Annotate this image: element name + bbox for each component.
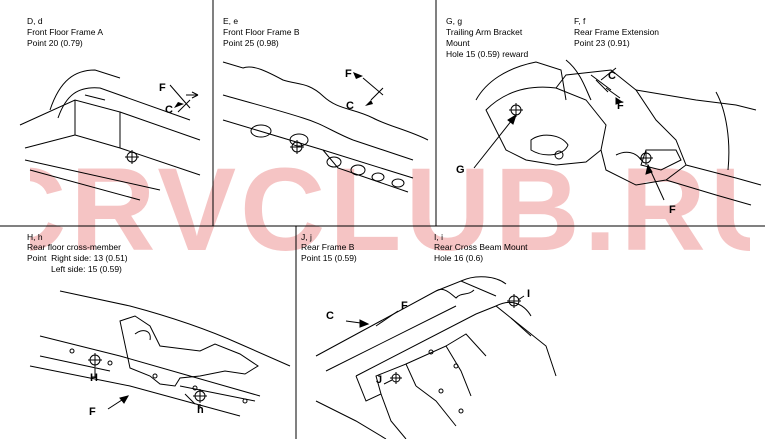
panel-title: Front Floor Frame B bbox=[223, 27, 300, 37]
callout-c: C bbox=[165, 104, 173, 116]
arrow-indicators bbox=[345, 295, 525, 385]
panel-front-floor-frame-b: E, e Front Floor Frame B Point 25 (0.98)… bbox=[213, 0, 436, 226]
callout-j: J bbox=[376, 374, 383, 386]
panel-title-g: Trailing Arm Bracket bbox=[446, 27, 523, 37]
panel-trailing-arm-and-rear-frame: G, g Trailing Arm Bracket Mount Hole 15 … bbox=[436, 0, 765, 226]
callout-c: C bbox=[346, 100, 354, 112]
callout-f: F bbox=[401, 300, 408, 312]
rear-floor-cross-member-drawing bbox=[29, 290, 291, 417]
panel-code-f: F, f bbox=[574, 16, 586, 26]
panel-code-j: J, j bbox=[301, 232, 312, 242]
panel-detail: Point 20 (0.79) bbox=[27, 38, 83, 48]
panel-code-g: G, g bbox=[446, 16, 463, 26]
panel-detail-i: Hole 16 (0.6) bbox=[434, 253, 484, 263]
panel-title-f: Rear Frame Extension bbox=[574, 27, 660, 37]
panel-detail: Point Right side: 13 (0.51) bbox=[27, 253, 128, 263]
callout-c: C bbox=[608, 70, 616, 82]
panel-title-i: Rear Cross Beam Mount bbox=[434, 242, 528, 252]
arrow-indicators bbox=[473, 67, 665, 201]
panel-detail-g: Hole 15 (0.59) reward bbox=[446, 49, 529, 59]
callout-c: C bbox=[326, 310, 334, 322]
callout-h-upper: H bbox=[90, 372, 98, 384]
callout-f: F bbox=[617, 100, 624, 112]
panel-code-i: I, i bbox=[434, 232, 443, 242]
panel-title-g-2: Mount bbox=[446, 38, 470, 48]
arrow-indicators bbox=[174, 91, 199, 108]
front-floor-frame-b-drawing bbox=[222, 61, 429, 193]
panel-detail-f: Point 23 (0.91) bbox=[574, 38, 630, 48]
callout-f: F bbox=[159, 82, 166, 94]
callout-f: F bbox=[89, 406, 96, 418]
trailing-arm-bracket-drawing bbox=[475, 59, 762, 206]
panel-title: Rear floor cross-member bbox=[27, 242, 121, 252]
panel-title-j: Rear Frame B bbox=[301, 242, 355, 252]
arrow-indicators bbox=[94, 368, 201, 410]
rear-frame-b-drawing bbox=[315, 276, 557, 439]
panel-detail-2: Left side: 15 (0.59) bbox=[51, 264, 122, 274]
panel-detail: Point 25 (0.98) bbox=[223, 38, 279, 48]
panel-title: Front Floor Frame A bbox=[27, 27, 104, 37]
panel-code: E, e bbox=[223, 16, 239, 26]
panel-detail-j: Point 15 (0.59) bbox=[301, 253, 357, 263]
callout-g: G bbox=[456, 164, 465, 176]
panel-rear-floor-cross-member: H, h Rear floor cross-member Point Right… bbox=[0, 226, 296, 439]
callout-f-lower: F bbox=[669, 204, 676, 216]
callout-f: F bbox=[345, 68, 352, 80]
arrow-indicators bbox=[353, 72, 373, 106]
panel-front-floor-frame-a: D, d Front Floor Frame A Point 20 (0.79)… bbox=[0, 0, 213, 226]
front-floor-frame-a-drawing bbox=[19, 69, 201, 201]
panel-rear-frame-b-and-cross-beam: J, j Rear Frame B Point 15 (0.59) I, i R… bbox=[296, 226, 765, 439]
panel-code: D, d bbox=[27, 16, 43, 26]
panel-code: H, h bbox=[27, 232, 43, 242]
callout-h-lower: h bbox=[197, 404, 204, 416]
callout-i: I bbox=[527, 288, 531, 300]
